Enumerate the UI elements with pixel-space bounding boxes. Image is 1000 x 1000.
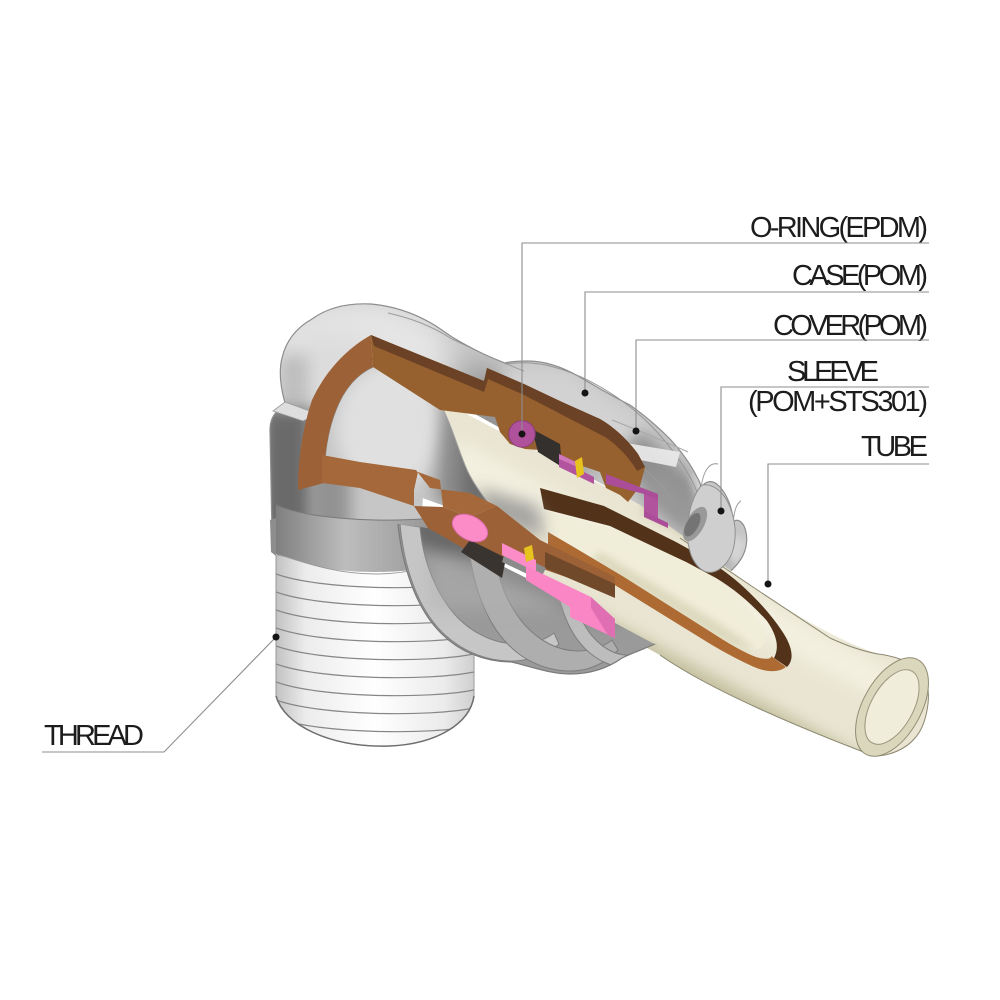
svg-text:(POM+STS301): (POM+STS301) <box>748 386 928 418</box>
svg-text:COVER(POM): COVER(POM) <box>773 310 928 342</box>
svg-text:SLEEVE: SLEEVE <box>787 356 879 388</box>
svg-text:CASE(POM): CASE(POM) <box>792 260 928 292</box>
svg-text:O-RING(EPDM): O-RING(EPDM) <box>750 212 928 244</box>
svg-text:TUBE: TUBE <box>861 431 928 463</box>
svg-text:THREAD: THREAD <box>44 720 144 752</box>
